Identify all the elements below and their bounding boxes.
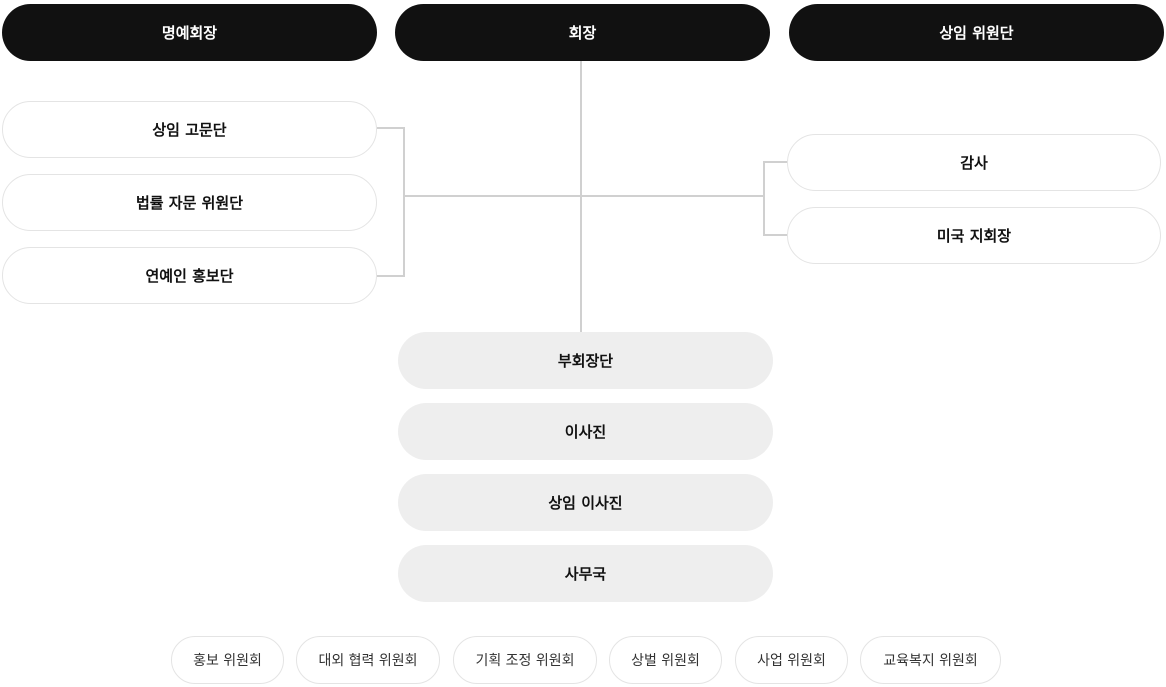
standing-committee-label: 상임 위원단 [939, 24, 1014, 42]
us-branch-head-label: 미국 지회장 [936, 227, 1012, 245]
legal-advisory-box: 법률 자문 위원단 [2, 174, 377, 231]
honorary-chairman-label: 명예회장 [161, 24, 218, 42]
standing-directors-box: 상임 이사진 [398, 474, 773, 531]
committee-planning-coordination: 기획 조정 위원회 [453, 636, 597, 684]
committee-rewards-discipline-label: 상벌 위원회 [631, 653, 700, 669]
committee-planning-coordination-label: 기획 조정 위원회 [475, 653, 575, 669]
chairman-label: 회장 [568, 24, 597, 42]
committee-education-welfare-label: 교육복지 위원회 [883, 653, 978, 669]
committee-promotion-label: 홍보 위원회 [193, 653, 262, 669]
committee-rewards-discipline: 상벌 위원회 [609, 636, 722, 684]
secretariat-box: 사무국 [398, 545, 773, 602]
committee-promotion: 홍보 위원회 [171, 636, 284, 684]
directors-label: 이사진 [564, 423, 607, 441]
committee-education-welfare: 교육복지 위원회 [860, 636, 1001, 684]
chairman-box: 회장 [395, 4, 770, 61]
committee-business: 사업 위원회 [735, 636, 848, 684]
honorary-chairman-box: 명예회장 [2, 4, 377, 61]
legal-advisory-label: 법률 자문 위원단 [135, 194, 244, 212]
right-bracket [763, 161, 787, 236]
committee-business-label: 사업 위원회 [757, 653, 826, 669]
directors-box: 이사진 [398, 403, 773, 460]
secretariat-label: 사무국 [564, 565, 607, 583]
advisory-board-label: 상임 고문단 [152, 121, 227, 139]
celebrity-promotion-label: 연예인 홍보단 [145, 267, 234, 285]
vice-chairmen-label: 부회장단 [557, 352, 614, 370]
vice-chairmen-box: 부회장단 [398, 332, 773, 389]
auditor-box: 감사 [787, 134, 1161, 191]
committee-external-cooperation: 대외 협력 위원회 [296, 636, 440, 684]
auditor-label: 감사 [960, 154, 988, 172]
left-bracket [377, 127, 405, 277]
advisory-board-box: 상임 고문단 [2, 101, 377, 158]
us-branch-head-box: 미국 지회장 [787, 207, 1161, 264]
standing-committee-box: 상임 위원단 [789, 4, 1164, 61]
celebrity-promotion-box: 연예인 홍보단 [2, 247, 377, 304]
committee-external-cooperation-label: 대외 협력 위원회 [318, 653, 418, 669]
standing-directors-label: 상임 이사진 [548, 494, 623, 512]
